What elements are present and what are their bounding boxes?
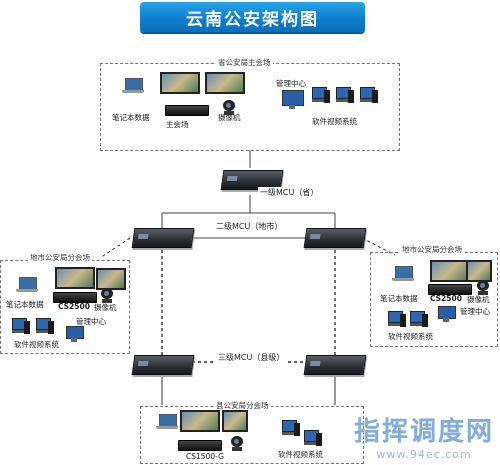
laptop-icon — [122, 78, 144, 94]
pc-icon — [12, 318, 30, 334]
soft-video-label: 软件视频系统 — [14, 340, 59, 349]
pc-icon — [36, 318, 54, 334]
camera-icon — [100, 288, 114, 304]
codec-label: CS2500 — [58, 302, 90, 311]
camera-icon — [222, 100, 236, 116]
link-mcu2-city-left — [99, 237, 131, 259]
watermark-url: www.94ec.com — [376, 448, 472, 461]
display-screen-icon — [55, 267, 95, 291]
mgmt-center-label: 管理中心 — [276, 79, 306, 88]
display-screen-icon — [205, 72, 245, 96]
display-screen-icon — [430, 260, 470, 284]
laptop-label: 笔记本数据 — [380, 294, 418, 303]
codec-icon — [428, 284, 472, 295]
soft-video-label: 软件视频系统 — [388, 332, 433, 341]
camera-label: 摄像机 — [467, 295, 490, 304]
mcu-level2-left-server-icon — [131, 228, 195, 248]
mgmt-monitor-icon — [438, 306, 456, 322]
mgmt-monitor-icon — [282, 90, 304, 110]
display-screen-icon — [160, 72, 200, 96]
pc-icon — [410, 311, 428, 327]
pc-icon — [360, 87, 378, 103]
soft-video-label: 软件视频系统 — [312, 117, 357, 126]
mcu-level3-label: 三级MCU（县级） — [216, 352, 287, 363]
mgmt-monitor-icon — [66, 326, 84, 342]
mgmt-center-label: 管理中心 — [76, 317, 106, 326]
mcu-level3-right-server-icon — [303, 355, 367, 375]
main-venue-label: 主会场 — [166, 120, 189, 129]
zone-province-label: 省公安局主会场 — [216, 57, 273, 68]
laptop-icon — [16, 277, 38, 293]
camera-label: 摄像机 — [218, 113, 241, 122]
diagram-title: 云南公安架构图 — [140, 2, 365, 32]
codec-label: CS1500-G — [186, 452, 224, 461]
camera-icon — [476, 280, 490, 296]
watermark-text: 指挥调度网 — [353, 417, 494, 447]
mcu-level2-right-server-icon — [303, 228, 367, 248]
mcu-level1-label: 一级MCU（省） — [258, 187, 321, 198]
zone-county-label: 县公安局分会场 — [214, 400, 271, 411]
pc-icon — [312, 87, 330, 103]
pc-icon — [388, 311, 406, 327]
codec-icon — [53, 292, 97, 303]
laptop-icon — [156, 414, 178, 430]
watermark: 指挥调度网 www.94ec.com — [354, 411, 494, 461]
mcu-level2-label: 二级MCU（地市） — [214, 221, 285, 232]
display-screen-icon — [222, 410, 248, 434]
main-codec-icon — [165, 105, 209, 116]
soft-video-label: 软件视频系统 — [278, 450, 323, 459]
mgmt-center-label: 管理中心 — [460, 307, 490, 316]
laptop-icon — [392, 266, 414, 282]
laptop-label: 笔记本数据 — [112, 113, 150, 122]
zone-province — [100, 63, 400, 151]
codec-icon — [178, 440, 222, 451]
pc-icon — [282, 420, 300, 436]
mcu-level3-left-server-icon — [131, 355, 195, 375]
pc-icon — [336, 87, 354, 103]
camera-icon — [230, 436, 244, 452]
camera-label: 摄像机 — [94, 303, 117, 312]
zone-city-left-label: 地市公安局分会场 — [28, 252, 92, 263]
pc-icon — [304, 430, 322, 446]
laptop-label: 笔记本数据 — [6, 300, 44, 309]
codec-label: CS2500 — [430, 294, 462, 303]
display-screen-icon — [180, 410, 220, 434]
zone-city-right-label: 地市公安局分会场 — [400, 244, 464, 255]
